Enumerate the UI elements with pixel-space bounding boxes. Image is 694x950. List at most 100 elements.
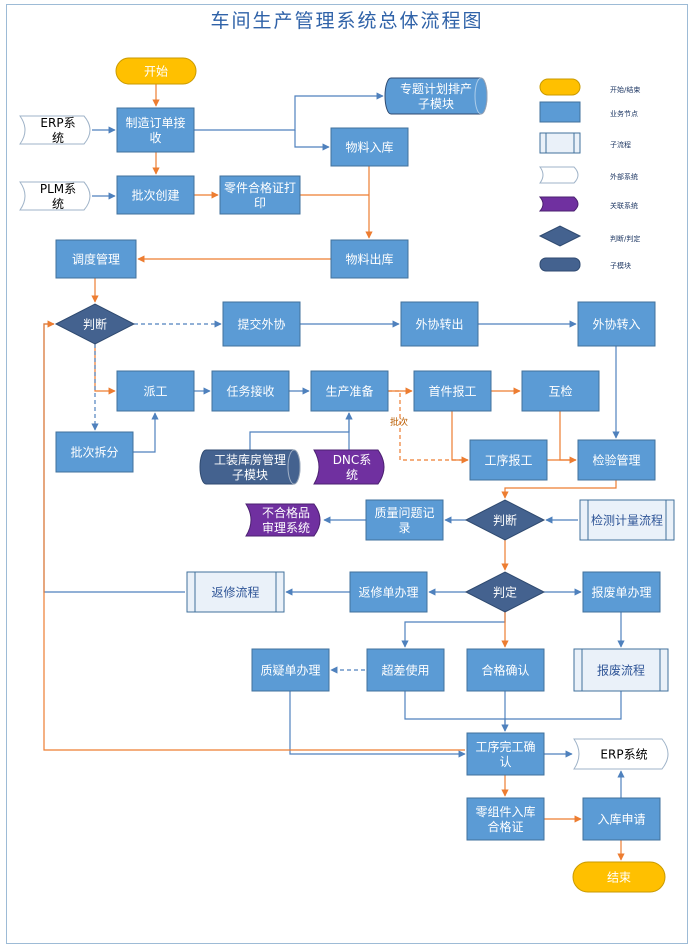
repairflow-label: 返修流程 [211, 584, 259, 599]
scrapflow-label: 报废流程 [597, 662, 645, 677]
legend-item-terminal: 开始/结束 [539, 78, 640, 96]
scrapflow-shape [573, 648, 669, 692]
task-label: 任务接收 [226, 383, 274, 398]
storeapp-label: 入库申请 [597, 811, 645, 826]
repair-shape [349, 571, 428, 613]
legend-subflow-shape [539, 132, 581, 154]
mutual-shape [521, 370, 600, 412]
order-shape [116, 107, 195, 153]
paigong-shape [116, 370, 195, 412]
pass-label: 合格确认 [481, 662, 529, 677]
outrecv-shape [577, 301, 656, 347]
storeapp-node: 入库申请 [582, 797, 661, 841]
judge2-label: 判断 [493, 512, 517, 527]
scrap-node: 报废单办理 [582, 571, 661, 613]
page-title: 车间生产管理系统总体流程图 [210, 10, 484, 32]
cert-shape [219, 175, 301, 215]
outsend-shape [400, 301, 479, 347]
overuse-node: 超差使用 [366, 648, 445, 692]
plan-label: 专题计划排产子模块 [400, 81, 472, 111]
batch-shape [116, 175, 195, 215]
judge3-shape [464, 571, 546, 613]
outrecv-label: 外协转入 [592, 316, 640, 331]
repair-node: 返修单办理 [349, 571, 428, 613]
complete-node: 工序完工确认 [466, 732, 545, 776]
paigong-label: 派工 [143, 384, 167, 398]
complaint-shape [251, 648, 330, 692]
scrap-shape [582, 571, 661, 613]
batch-node: 批次创建 [116, 175, 195, 215]
cert-label: 零件合格证打印 [224, 180, 296, 210]
legend-item-process: 业务节点 [539, 101, 638, 123]
dnc-label: DNC系统 [333, 453, 372, 482]
dispatch-label: 调度管理 [72, 251, 120, 266]
inspect-shape [577, 439, 656, 481]
legend-item-related: 关联系统 [538, 196, 638, 212]
prep-shape [310, 370, 389, 412]
batch-edge-label: 批次 [390, 416, 408, 428]
end-node: 结束 [572, 861, 666, 893]
split-shape [55, 431, 134, 473]
legend-item-submodule: 子模块 [539, 257, 631, 272]
order-label: 制造订单接收 [125, 115, 185, 145]
procrep-node: 工序报工 [469, 439, 548, 481]
legend-item-subflow: 子流程 [539, 132, 631, 154]
storecert-shape [466, 797, 545, 841]
task-node: 任务接收 [211, 370, 290, 412]
metro-shape [579, 499, 675, 541]
plm-shape [19, 181, 91, 211]
end-label: 结束 [607, 870, 631, 884]
dispatch-shape [55, 239, 137, 279]
matin-shape [330, 127, 409, 167]
quality-node: 质量问题记录 [365, 499, 444, 541]
erp2-node: ERP系统 [573, 738, 669, 770]
judge1-node: 判断 [54, 303, 136, 345]
procrep-label: 工序报工 [484, 452, 532, 467]
storecert-node: 零组件入库合格证 [466, 797, 545, 841]
firstrep-node: 首件报工 [413, 370, 492, 412]
submit-shape [222, 301, 301, 347]
legend-label-subflow: 子流程 [610, 140, 631, 149]
matin-label: 物料入库 [345, 139, 393, 154]
batch-label: 批次创建 [131, 187, 179, 202]
legend-external-shape [539, 166, 579, 184]
judge3-node: 判定 [464, 571, 546, 613]
judge1-shape [54, 303, 136, 345]
matout-node: 物料出库 [330, 239, 409, 279]
firstrep-shape [413, 370, 492, 412]
pass-shape [466, 648, 545, 692]
legend-terminal-shape [539, 78, 581, 96]
storeapp-shape [582, 797, 661, 841]
plan-node: 专题计划排产子模块 [384, 77, 488, 115]
judge1-label: 判断 [83, 316, 107, 331]
inspect-node: 检验管理 [577, 439, 656, 481]
start-label: 开始 [144, 64, 168, 78]
tooling-node: 工装库房管理子模块 [199, 449, 301, 485]
mutual-label: 互检 [548, 383, 572, 398]
legend-label-external: 外部系统 [610, 172, 638, 181]
matout-shape [330, 239, 409, 279]
inspect-label: 检验管理 [592, 452, 640, 467]
paigong-node: 派工 [116, 370, 195, 412]
repairflow-node: 返修流程 [186, 571, 285, 613]
erp2-label: ERP系统 [600, 747, 647, 761]
legend-item-external: 外部系统 [539, 166, 638, 184]
start-node: 开始 [115, 57, 197, 85]
outsend-node: 外协转出 [400, 301, 479, 347]
judge2-node: 判断 [464, 499, 546, 541]
repair-label: 返修单办理 [358, 584, 418, 599]
outrecv-node: 外协转入 [577, 301, 656, 347]
plm-node: PLM系统 [19, 181, 91, 211]
prep-node: 生产准备 [310, 370, 389, 412]
overuse-shape [366, 648, 445, 692]
matout-label: 物料出库 [345, 251, 393, 266]
legend-label-decision: 判断/判定 [610, 234, 640, 243]
task-shape [211, 370, 290, 412]
legend-decision-shape [538, 225, 582, 247]
prep-label: 生产准备 [325, 384, 373, 398]
dnc-shape [313, 449, 385, 485]
quality-label: 质量问题记录 [374, 506, 434, 535]
repairflow-shape [186, 571, 285, 613]
complaint-node: 质疑单办理 [251, 648, 330, 692]
ncr-node: 不合格品审理系统 [245, 503, 321, 537]
